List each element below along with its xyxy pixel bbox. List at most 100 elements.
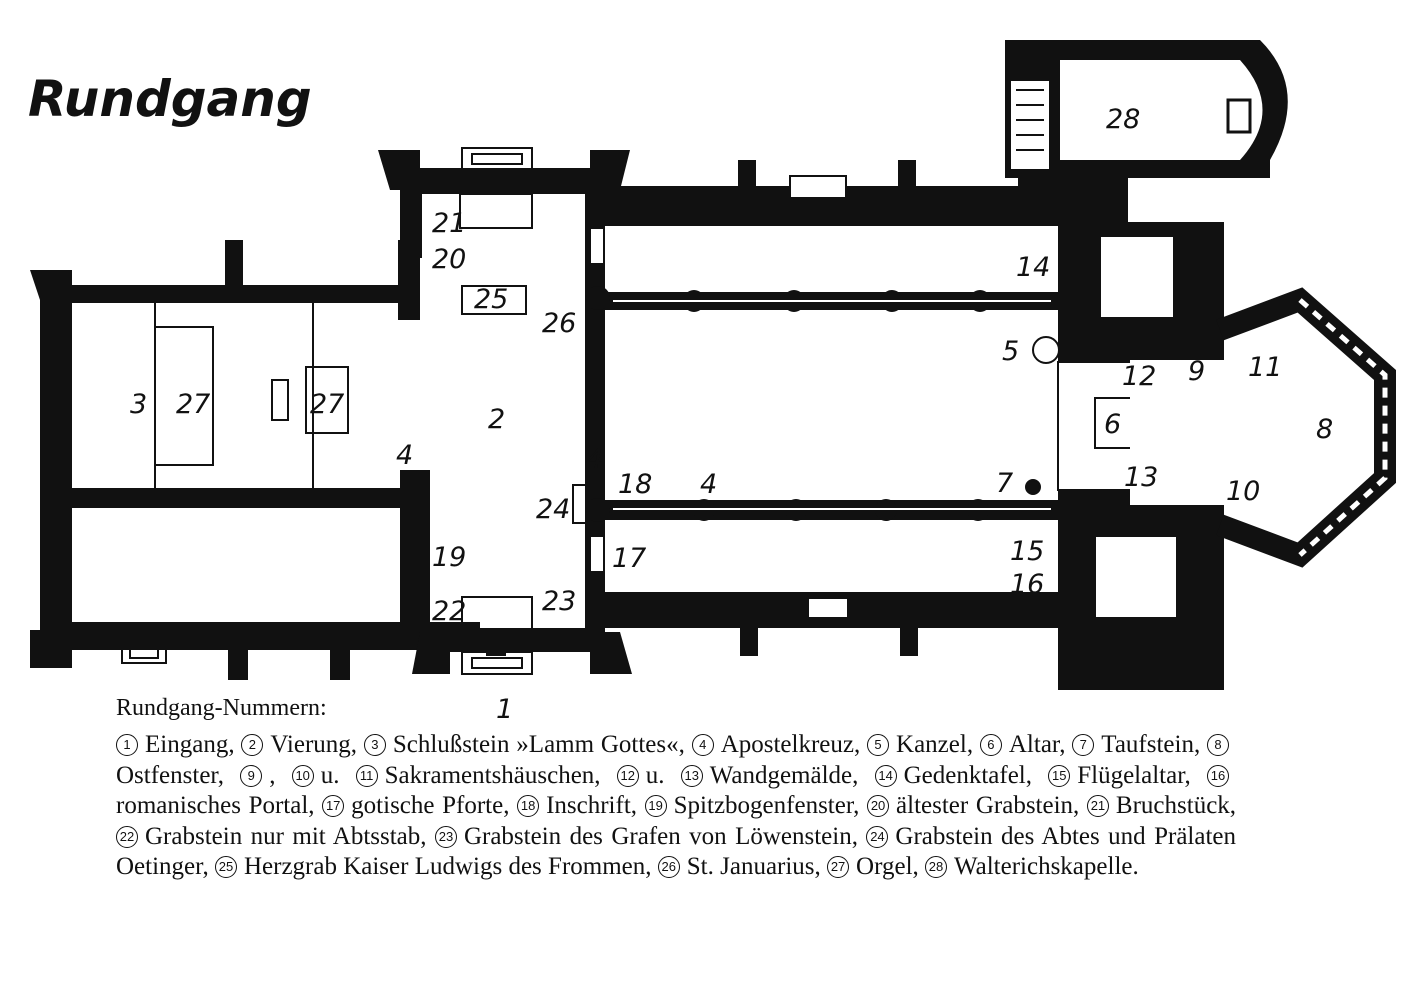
legend-number-badge: 10 [291, 764, 314, 787]
label-13: 13 [1124, 462, 1158, 493]
legend-list: 1 Eingang, 2 Vierung, 3 Schlußstein »Lamm G… [116, 730, 1236, 883]
legend-number-badge: 2 [241, 734, 264, 756]
legend-text: u. [320, 761, 340, 789]
plan-title: Rundgang [28, 70, 312, 128]
legend-item: 3 Schlußstein »Lamm Gottes«, [363, 731, 685, 758]
legend-text: , [269, 761, 276, 789]
nave [600, 160, 1060, 656]
legend-number-badge: 1 [116, 734, 138, 756]
legend-item: 1 Eingang, [116, 731, 235, 758]
legend-item: 4 Apostelkreuz, [691, 731, 861, 758]
label-15: 15 [1010, 536, 1044, 567]
legend-number-badge: 21 [1086, 795, 1109, 817]
legend-number-badge: 4 [691, 734, 714, 756]
legend-text: Inschrift, [546, 792, 638, 819]
west-interior [121, 303, 349, 664]
label-6: 6 [1104, 409, 1121, 440]
label-4-crossing: 4 [586, 444, 603, 475]
legend-item: 16 romanisches Portal, [116, 762, 1236, 819]
label-9: 9 [1188, 356, 1205, 387]
label-23: 23 [542, 586, 576, 617]
label-25: 25 [474, 284, 508, 315]
legend-number-badge: 25 [214, 856, 237, 878]
legend-number-badge: 17 [322, 795, 345, 817]
label-17: 17 [612, 543, 646, 574]
label-21: 21 [432, 208, 466, 239]
legend-text: romanisches Portal, [116, 792, 315, 819]
legend-item: 6 Altar, [979, 731, 1066, 758]
legend-text: Spitzbogenfenster, [673, 792, 860, 819]
legend-number-badge: 11 [355, 764, 378, 787]
legend-item: 26 St. Januarius, [657, 853, 821, 880]
legend-number-badge: 5 [867, 734, 890, 756]
label-3: 3 [130, 389, 147, 420]
legend-number-badge: 20 [867, 795, 890, 817]
legend-text: Vierung, [270, 731, 358, 758]
legend-item: 27 Orgel, [827, 853, 919, 880]
legend-number-badge: 23 [434, 825, 457, 848]
legend-text: ältester Grabstein, [896, 792, 1080, 819]
legend-text: Schlußstein »Lamm Gottes«, [392, 731, 685, 758]
legend-number-badge: 13 [680, 764, 703, 787]
legend-item: 28 Walterichskapelle. [925, 853, 1139, 880]
legend-number-badge: 27 [827, 856, 850, 878]
legend-text: Orgel, [856, 853, 919, 880]
legend-text: u. [645, 761, 665, 789]
legend-item: 9, [240, 762, 275, 789]
legend-item: 25 Herzgrab Kaiser Ludwigs des Frommen, [214, 853, 652, 880]
legend-number-badge: 19 [644, 795, 667, 817]
tower-rooms [1057, 235, 1178, 619]
legend-number-badge: 26 [657, 856, 680, 878]
legend-item: 13 Wandgemälde, [680, 761, 859, 789]
label-4-nave: 4 [700, 469, 717, 500]
legend-text: Altar, [1008, 731, 1066, 758]
legend-number-badge: 22 [116, 825, 138, 848]
label-5: 5 [1002, 336, 1019, 367]
legend-text: gotische Pforte, [351, 792, 510, 819]
legend-text: Grabstein des Abtes und Prälaten Oetinge… [116, 822, 1237, 881]
legend-number-badge: 18 [517, 795, 540, 817]
legend-text: St. Januarius, [686, 853, 821, 880]
legend-item: 8Ostfenster, [116, 731, 1236, 789]
label-19: 19 [432, 542, 466, 573]
apse [1130, 287, 1396, 568]
legend-text: Wandgemälde, [709, 761, 859, 789]
legend-text: Herzgrab Kaiser Ludwigs des Frommen, [243, 853, 652, 880]
label-2: 2 [488, 404, 505, 435]
legend-text: Walterichskapelle. [954, 853, 1139, 880]
legend-number-badge: 14 [874, 764, 897, 787]
legend-text: Grabstein des Grafen von Löwenstein, [463, 822, 858, 850]
label-7: 7 [996, 468, 1013, 499]
walterich-chapel [1005, 40, 1288, 225]
label-26: 26 [542, 308, 576, 339]
label-1: 1 [496, 694, 513, 725]
label-8: 8 [1316, 414, 1333, 445]
legend-number-badge: 16 [1207, 764, 1229, 787]
label-27-west: 27 [176, 389, 210, 420]
west-block [30, 240, 480, 680]
legend-item: 18 Inschrift, [517, 792, 637, 819]
legend-item: 17 gotische Pforte, [322, 792, 509, 819]
legend-text: Ostfenster, [116, 761, 224, 789]
legend-number-badge: 8 [1207, 734, 1230, 756]
legend-number-badge: 12 [616, 764, 639, 787]
label-20: 20 [432, 244, 466, 275]
legend-text: Eingang, [145, 731, 235, 758]
legend-text: Apostelkreuz, [720, 731, 861, 758]
legend-item: 2 Vierung, [241, 731, 357, 758]
legend-number-badge: 3 [363, 734, 386, 756]
legend-number-badge: 28 [925, 856, 948, 878]
legend-item: 10 u. [291, 761, 340, 789]
legend-text: Sakramentshäuschen, [384, 761, 601, 789]
label-14: 14 [1016, 252, 1050, 283]
legend-number-badge: 6 [979, 734, 1002, 756]
legend-number-badge: 15 [1048, 764, 1071, 787]
legend-item: 23 Grabstein des Grafen von Löwenstein, [434, 822, 858, 850]
